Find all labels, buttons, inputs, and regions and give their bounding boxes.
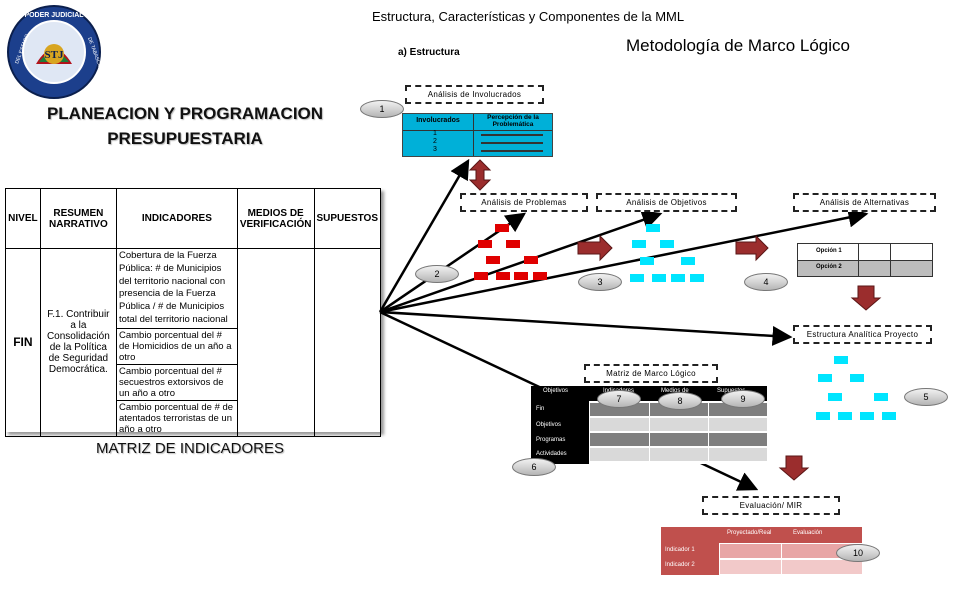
step-badge: 8	[658, 392, 702, 410]
double-arrow-icon	[468, 159, 492, 191]
step-badge: 2	[415, 265, 459, 283]
indicator-matrix: NIVEL RESUMEN NARRATIVO INDICADORES MEDI…	[5, 188, 381, 437]
medios-cell	[236, 248, 315, 437]
col-supuestos: SUPUESTOS	[313, 188, 381, 249]
mml-header: Medios de	[661, 388, 689, 394]
step-badge: 3	[578, 273, 622, 291]
arrow-to-alternativas	[379, 207, 869, 314]
alternativas-table: Opción 1 Opción 2	[797, 243, 933, 277]
involucrados-table: Involucrados Percepción de la Problemáti…	[402, 113, 553, 157]
mml-header: Objetivos	[543, 388, 569, 394]
step-badge: 10	[836, 544, 880, 562]
mml-row: Programas	[536, 437, 566, 443]
box-objetivos: Análisis de Objetivos	[596, 193, 737, 212]
supuestos-cell	[313, 248, 381, 437]
step-badge: 1	[360, 100, 404, 118]
box-estructura: Estructura Analítica Proyecto	[793, 325, 932, 344]
down-arrow-icon	[778, 455, 810, 481]
box-matriz: Matriz de Marco Lógico	[584, 364, 718, 383]
matrix-label: MATRIZ DE INDICADORES	[95, 440, 285, 457]
col-resumen: RESUMEN NARRATIVO	[39, 188, 117, 249]
subtitle-right: Metodología de Marco Lógico	[626, 36, 850, 55]
box-problemas: Análisis de Problemas	[460, 193, 588, 212]
alt-option: Opción 2	[816, 264, 842, 270]
eval-header: Evaluación	[793, 530, 823, 536]
step-badge: 6	[512, 458, 556, 476]
eval-row: Indicador 2	[665, 562, 695, 568]
col-indicadores: INDICADORES	[115, 188, 238, 249]
step-badge: 4	[744, 273, 788, 291]
inv-row: 2	[433, 138, 437, 145]
right-arrow-icon	[577, 234, 613, 262]
mml-row: Fin	[536, 406, 545, 412]
arrow-to-involucrados	[378, 158, 470, 313]
page-title: Estructura, Características y Componente…	[372, 9, 685, 24]
right-arrow-icon	[735, 234, 769, 262]
evaluation-table: Proyectado/Real Evaluación Indicador 1 I…	[661, 527, 862, 575]
step-badge: 5	[904, 388, 948, 406]
alt-option: Opción 1	[816, 248, 842, 254]
box-alternativas: Análisis de Alternativas	[793, 193, 936, 212]
heading-line2: PRESUPUESTARIA	[107, 129, 263, 148]
col-medios: MEDIOS DE VERIFICACIÓN	[236, 188, 315, 249]
step-badge: 9	[721, 390, 765, 408]
step-badge: 7	[597, 390, 641, 408]
inv-header-1: Involucrados	[416, 117, 460, 124]
inv-header-2: Percepción de la Problemática	[487, 114, 539, 128]
indicator-cell: Cobertura de la Fuerza Pública: # de Mun…	[115, 248, 238, 329]
institution-logo: STJ PODER JUDICIAL DEL ESTADO DE TABASCO	[6, 4, 103, 100]
box-involucrados: Análisis de Involucrados	[405, 85, 544, 104]
indicator-cell: Cambio porcentual del # de Homicidios de…	[115, 327, 238, 365]
logo-monogram: STJ	[45, 49, 64, 61]
section-label: a) Estructura	[398, 47, 460, 58]
box-evaluacion: Evaluación/ MIR	[702, 496, 840, 515]
heading-line1: PLANEACION Y PROGRAMACION	[46, 104, 324, 123]
eval-row: Indicador 1	[665, 547, 695, 553]
mml-row: Actividades	[536, 451, 567, 457]
arrow-to-objetivos	[379, 210, 663, 314]
summary-cell: F.1. Contribuir a la Consolidación de la…	[39, 248, 117, 437]
col-nivel: NIVEL	[5, 188, 41, 249]
mml-row: Objetivos	[536, 422, 562, 428]
inv-row: 1	[433, 130, 437, 137]
down-arrow-icon	[850, 285, 882, 311]
eval-header: Proyectado/Real	[727, 530, 772, 536]
arrow-to-estructura	[379, 310, 793, 346]
level-cell: FIN	[5, 248, 41, 437]
inv-row: 3	[433, 146, 437, 153]
logo-ring-top: PODER JUDICIAL	[24, 12, 84, 19]
indicator-cell: Cambio porcentual de # de atentados terr…	[115, 399, 238, 437]
